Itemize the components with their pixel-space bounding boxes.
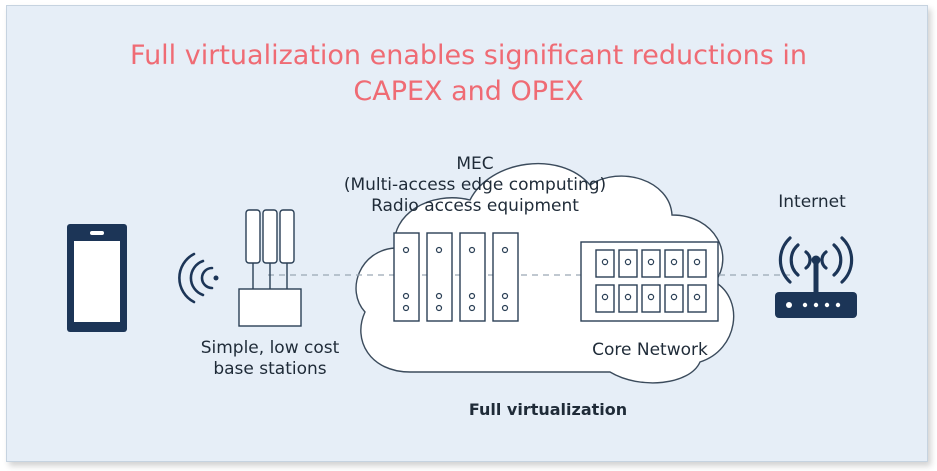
core-network-label: Core Network bbox=[592, 340, 708, 360]
base-station-label-line-2: base stations bbox=[213, 359, 327, 379]
base-station-antenna-icon bbox=[238, 209, 302, 327]
page-title: Full virtualization enables significant … bbox=[0, 38, 937, 110]
wifi-router-icon bbox=[775, 236, 857, 318]
base-station-label-line-1: Simple, low cost bbox=[200, 338, 340, 358]
mec-label-line-1: MEC bbox=[456, 154, 494, 174]
title-line-1: Full virtualization enables significant … bbox=[130, 40, 807, 71]
cloud-shape bbox=[355, 163, 735, 384]
server-rack-icon bbox=[393, 232, 519, 322]
title-line-2: CAPEX and OPEX bbox=[353, 76, 584, 107]
mec-label-line-2: (Multi-access edge computing) bbox=[343, 175, 607, 195]
internet-label: Internet bbox=[778, 192, 846, 212]
smartphone-icon bbox=[67, 224, 127, 332]
base-station-label: Simple, low cost base stations bbox=[186, 338, 354, 380]
mec-label: MEC (Multi-access edge computing) Radio … bbox=[330, 154, 620, 217]
mec-label-line-3: Radio access equipment bbox=[371, 196, 579, 216]
wireless-signal-icon bbox=[178, 252, 219, 304]
core-network-switch-icon bbox=[580, 241, 719, 322]
full-virtualization-label: Full virtualization bbox=[468, 400, 628, 419]
